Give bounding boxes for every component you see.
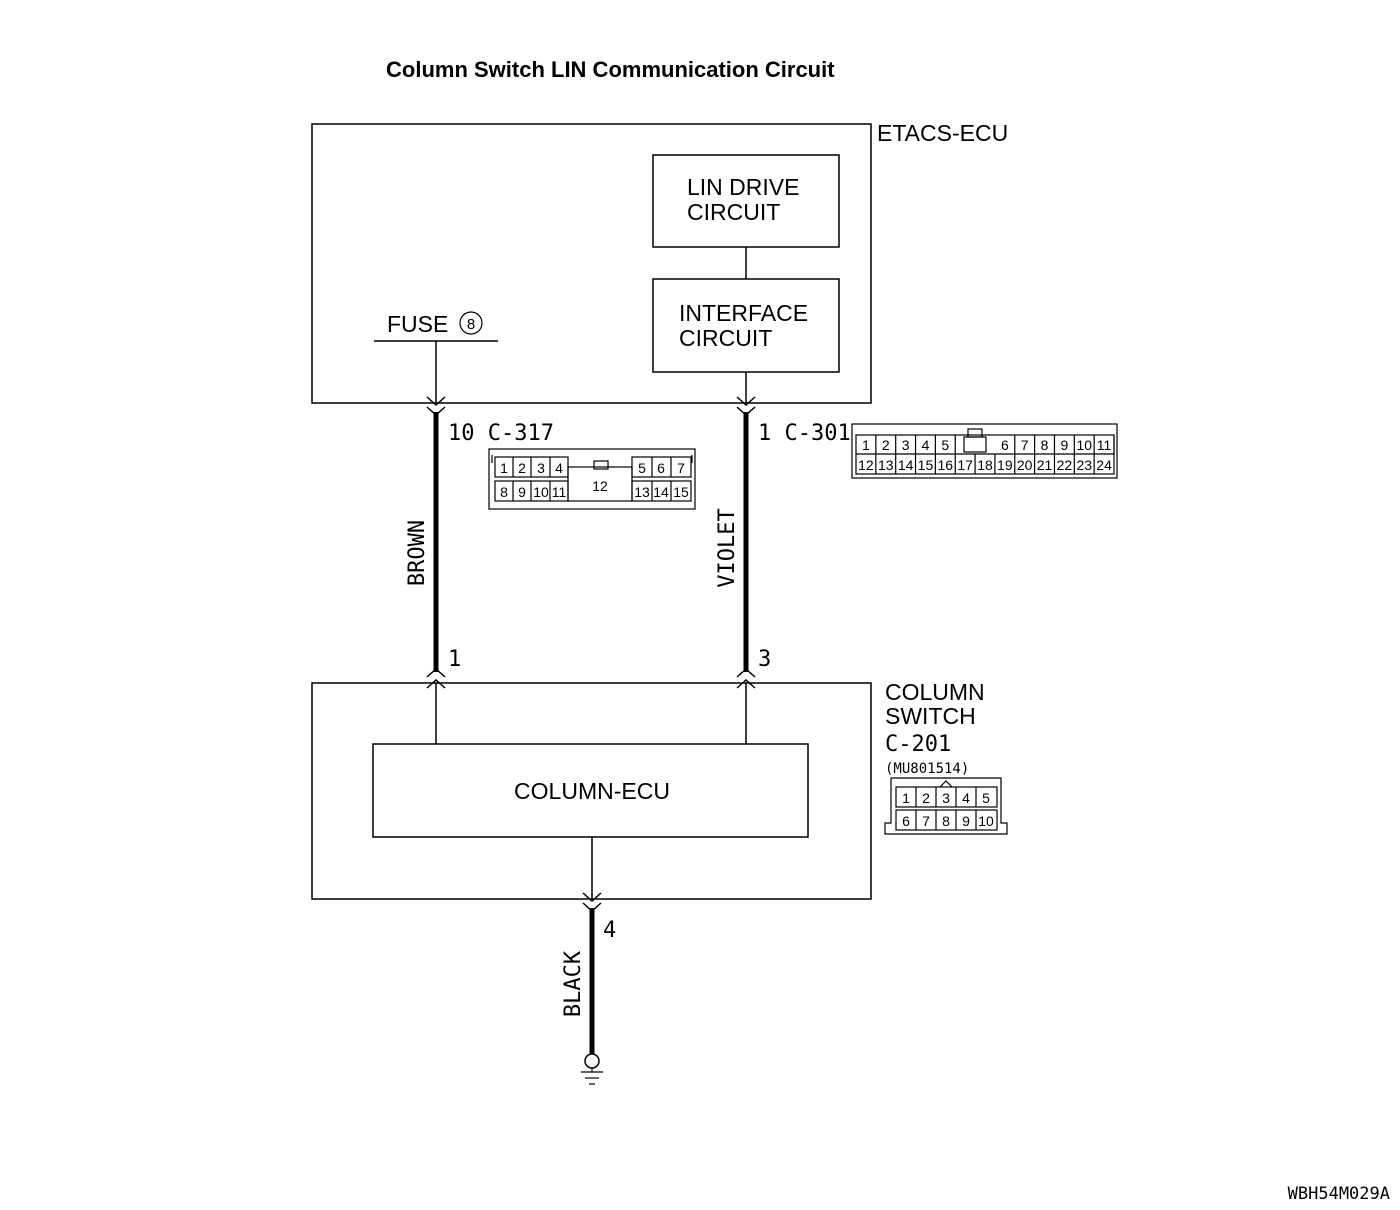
brown-wire-label: BROWN (405, 520, 430, 586)
column-pin1-arrow (426, 667, 446, 678)
ground-icon (581, 1053, 603, 1085)
column-ecu-label: COLUMN-ECU (514, 778, 670, 804)
c301-cavity-number: 8 (1041, 437, 1049, 453)
lin-drive-line1: LIN DRIVE (687, 174, 799, 200)
etacs-ecu-label: ETACS-ECU (877, 120, 1008, 146)
c301-cavity-number: 14 (898, 457, 914, 473)
c301-cavity-number: 24 (1096, 457, 1112, 473)
c301-cavity-number: 9 (1060, 437, 1068, 453)
c301-cavity-number: 15 (918, 457, 934, 473)
c201-connector-face (884, 777, 1008, 835)
brown-wire-pin: 1 (448, 647, 461, 672)
svg-text:14: 14 (653, 484, 669, 500)
svg-text:2: 2 (922, 790, 930, 806)
svg-text:8: 8 (500, 484, 508, 500)
c301-cavity-number: 17 (957, 457, 973, 473)
etacs-ecu-box (311, 123, 872, 404)
svg-text:10: 10 (533, 484, 549, 500)
c201-part-number: (MU801514) (885, 761, 969, 777)
c301-cavity-number: 18 (977, 457, 993, 473)
column-switch-label-1: COLUMN (885, 679, 985, 705)
svg-text:1: 1 (500, 460, 508, 476)
violet-wire-label: VIOLET (715, 508, 740, 587)
column-ecu-box (372, 743, 809, 838)
svg-text:2: 2 (518, 460, 526, 476)
c301-cavity-number: 1 (862, 437, 870, 453)
svg-text:5: 5 (982, 790, 990, 806)
svg-text:7: 7 (922, 813, 930, 829)
column-switch-connector-ref: C-201 (885, 732, 951, 757)
c301-cavity-number: 22 (1057, 457, 1073, 473)
interface-line1: INTERFACE (679, 300, 808, 326)
c301-connector-face (851, 423, 1118, 479)
c301-cavity-number: 7 (1021, 437, 1029, 453)
c317-connector-face (488, 448, 696, 510)
svg-text:3: 3 (537, 460, 545, 476)
diagram-title: Column Switch LIN Communication Circuit (386, 57, 835, 82)
c301-cavity-number: 16 (938, 457, 954, 473)
lin-drive-line2: CIRCUIT (687, 199, 780, 225)
c301-cavity-number: 6 (1001, 437, 1009, 453)
svg-text:4: 4 (962, 790, 970, 806)
svg-text:6: 6 (657, 460, 665, 476)
fuse-label: FUSE (387, 311, 448, 337)
c301-cavity-number: 20 (1017, 457, 1033, 473)
c301-cavity-number: 21 (1037, 457, 1053, 473)
c301-cavity-number: 2 (882, 437, 890, 453)
svg-text:3: 3 (942, 790, 950, 806)
fuse-number-circle (459, 311, 483, 335)
c301-cavity-number: 10 (1076, 437, 1092, 453)
svg-text:10: 10 (978, 813, 994, 829)
svg-text:4: 4 (555, 460, 563, 476)
c301-cavity-number: 4 (922, 437, 930, 453)
violet-wire-pin: 3 (758, 647, 771, 672)
c301-ref: 1 C-301 (758, 421, 851, 446)
svg-text:11: 11 (552, 484, 567, 500)
column-switch-label-2: SWITCH (885, 703, 976, 729)
c317-terminal-arrow (426, 396, 446, 407)
c301-cavity-number: 23 (1076, 457, 1092, 473)
svg-text:12: 12 (592, 478, 608, 494)
column-pin4-arrow (582, 892, 602, 903)
svg-text:5: 5 (638, 460, 646, 476)
c301-cavity-number: 12 (858, 457, 874, 473)
c301-cavity-number: 11 (1097, 437, 1112, 453)
interface-line2: CIRCUIT (679, 325, 772, 351)
svg-text:13: 13 (634, 484, 650, 500)
svg-text:9: 9 (518, 484, 526, 500)
c301-cavity-number: 13 (878, 457, 894, 473)
c301-cavity-number: 3 (902, 437, 910, 453)
c301-cavity-number: 5 (941, 437, 949, 453)
fuse-number: 8 (467, 316, 475, 333)
svg-text:8: 8 (942, 813, 950, 829)
svg-text:1: 1 (902, 790, 910, 806)
svg-text:15: 15 (673, 484, 689, 500)
black-wire-pin: 4 (603, 918, 616, 943)
svg-text:6: 6 (902, 813, 910, 829)
column-pin3-arrow (736, 667, 756, 678)
figure-code: WBH54M029A (1288, 1184, 1390, 1204)
c301-terminal-arrow (736, 396, 756, 407)
black-wire-label: BLACK (561, 950, 586, 1017)
c301-cavity-number: 19 (997, 457, 1013, 473)
c317-ref: 10 C-317 (448, 421, 554, 446)
svg-text:7: 7 (677, 460, 685, 476)
svg-text:9: 9 (962, 813, 970, 829)
